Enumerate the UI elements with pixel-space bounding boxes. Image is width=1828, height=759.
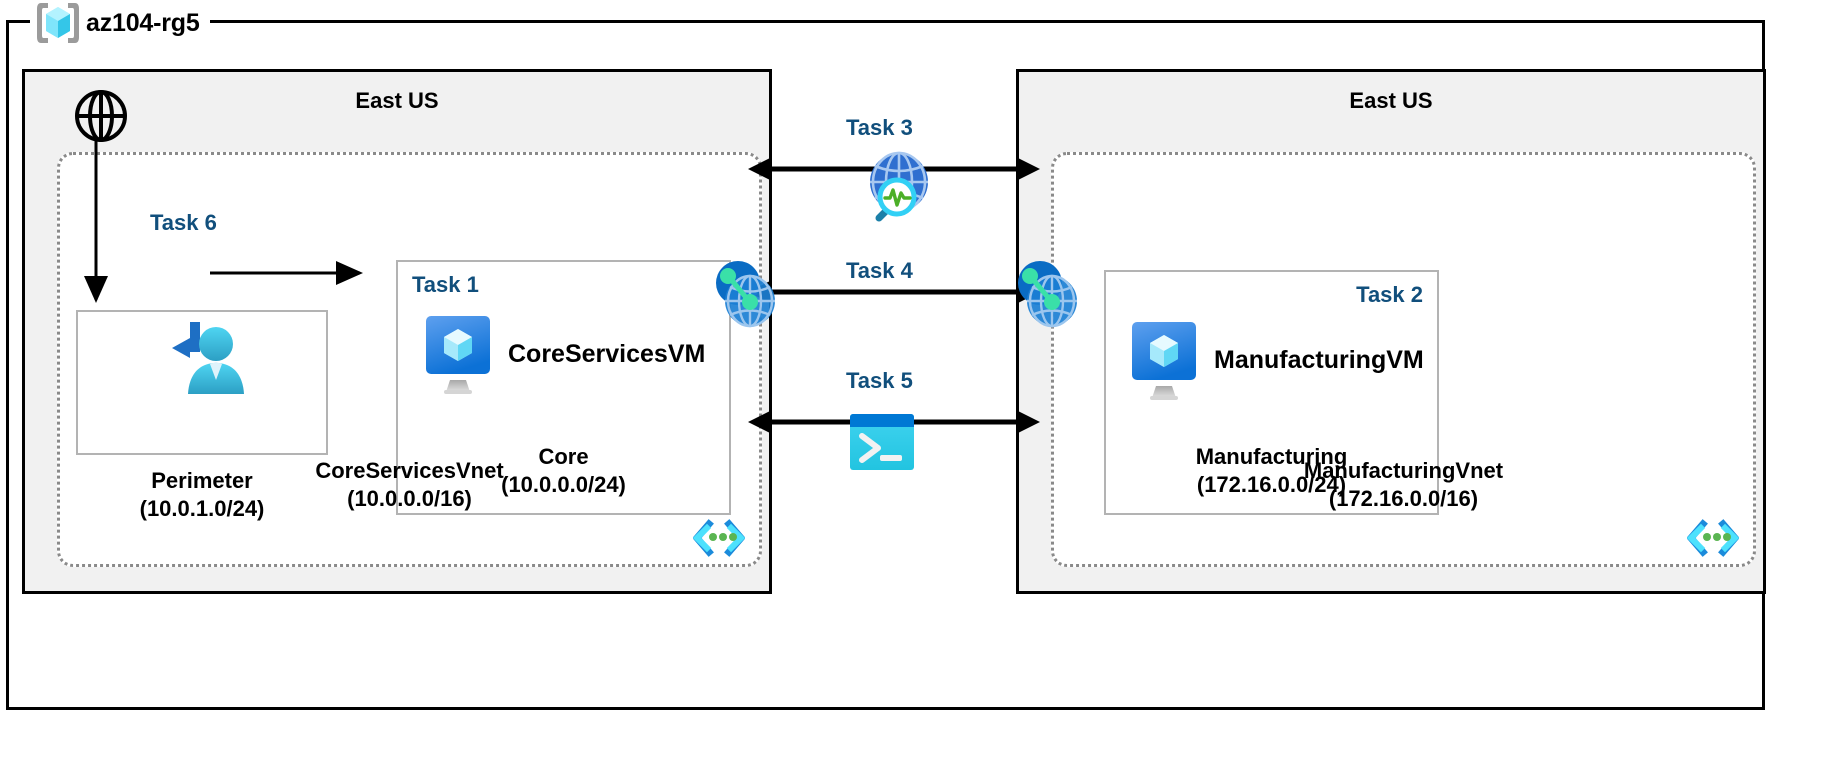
vnet-core-services: Task 6: [57, 152, 762, 567]
vm-name-core-services: CoreServicesVM: [508, 339, 706, 368]
subnet-manufacturing-cidr: (172.16.0.0/24): [1196, 471, 1347, 497]
virtual-machine-icon: [424, 314, 492, 394]
region-box-right: East US Task 2: [1016, 69, 1766, 594]
subnet-core: Task 1: [396, 260, 731, 515]
cloud-shell-icon: [848, 412, 916, 472]
vnet-manufacturing: Task 2: [1051, 152, 1756, 567]
vm-row-core-services: CoreServicesVM: [424, 314, 705, 394]
task-label-5: Task 5: [846, 368, 913, 393]
task-tag-1: Task 1: [412, 272, 479, 297]
bastion-user-icon: [162, 318, 250, 400]
subnet-perimeter: Perimeter (10.0.1.0/24): [76, 310, 328, 521]
vnet-manufacturing-name: ManufacturingVnet: [1303, 458, 1504, 483]
subnet-brackets-icon: [692, 518, 746, 558]
region-title-right: East US: [1349, 88, 1433, 113]
vnet-core-services-cidr: (10.0.0.0/16): [347, 485, 472, 511]
region-title-left: East US: [355, 88, 439, 113]
vnet-peering-icon: [710, 257, 780, 329]
region-box-left: East US Task 6: [22, 69, 772, 594]
azure-resource-group-cube-icon: [34, 0, 82, 46]
resource-group-title: az104-rg5: [30, 0, 210, 46]
vnet-core-services-name: CoreServicesVnet: [315, 458, 504, 483]
vnet-manufacturing-cidr: (172.16.0.0/16): [1328, 485, 1479, 511]
subnet-perimeter-label: Perimeter (10.0.1.0/24): [78, 467, 326, 523]
vnet-manufacturing-label: ManufacturingVnet (172.16.0.0/16): [1054, 457, 1753, 512]
subnet-core-cidr: (10.0.0.0/24): [501, 471, 626, 497]
vm-row-manufacturing: ManufacturingVM: [1130, 320, 1424, 400]
subnet-manufacturing-label: Manufacturing (172.16.0.0/24): [1106, 443, 1437, 499]
vm-name-manufacturing: ManufacturingVM: [1214, 345, 1424, 374]
vnet-peering-icon: [1012, 257, 1082, 329]
subnet-manufacturing: Task 2: [1104, 270, 1439, 515]
subnet-manufacturing-name: Manufacturing: [1195, 443, 1348, 469]
task-tag-6: Task 6: [150, 210, 217, 235]
task-label-4: Task 4: [846, 258, 913, 283]
network-watcher-icon: [853, 148, 931, 228]
task-tag-2: Task 2: [1356, 282, 1423, 307]
resource-group-name: az104-rg5: [86, 8, 200, 37]
virtual-machine-icon: [1130, 320, 1198, 400]
task-label-3: Task 3: [846, 115, 913, 140]
vnet-core-services-label: CoreServicesVnet (10.0.0.0/16): [60, 457, 759, 512]
subnet-perimeter-name: Perimeter: [151, 467, 253, 493]
subnet-brackets-icon: [1686, 518, 1740, 558]
subnet-perimeter-cidr: (10.0.1.0/24): [139, 495, 265, 521]
subnet-core-name: Core: [538, 443, 589, 469]
internet-globe-icon: [73, 88, 129, 144]
subnet-core-label: Core (10.0.0.0/24): [398, 443, 729, 499]
